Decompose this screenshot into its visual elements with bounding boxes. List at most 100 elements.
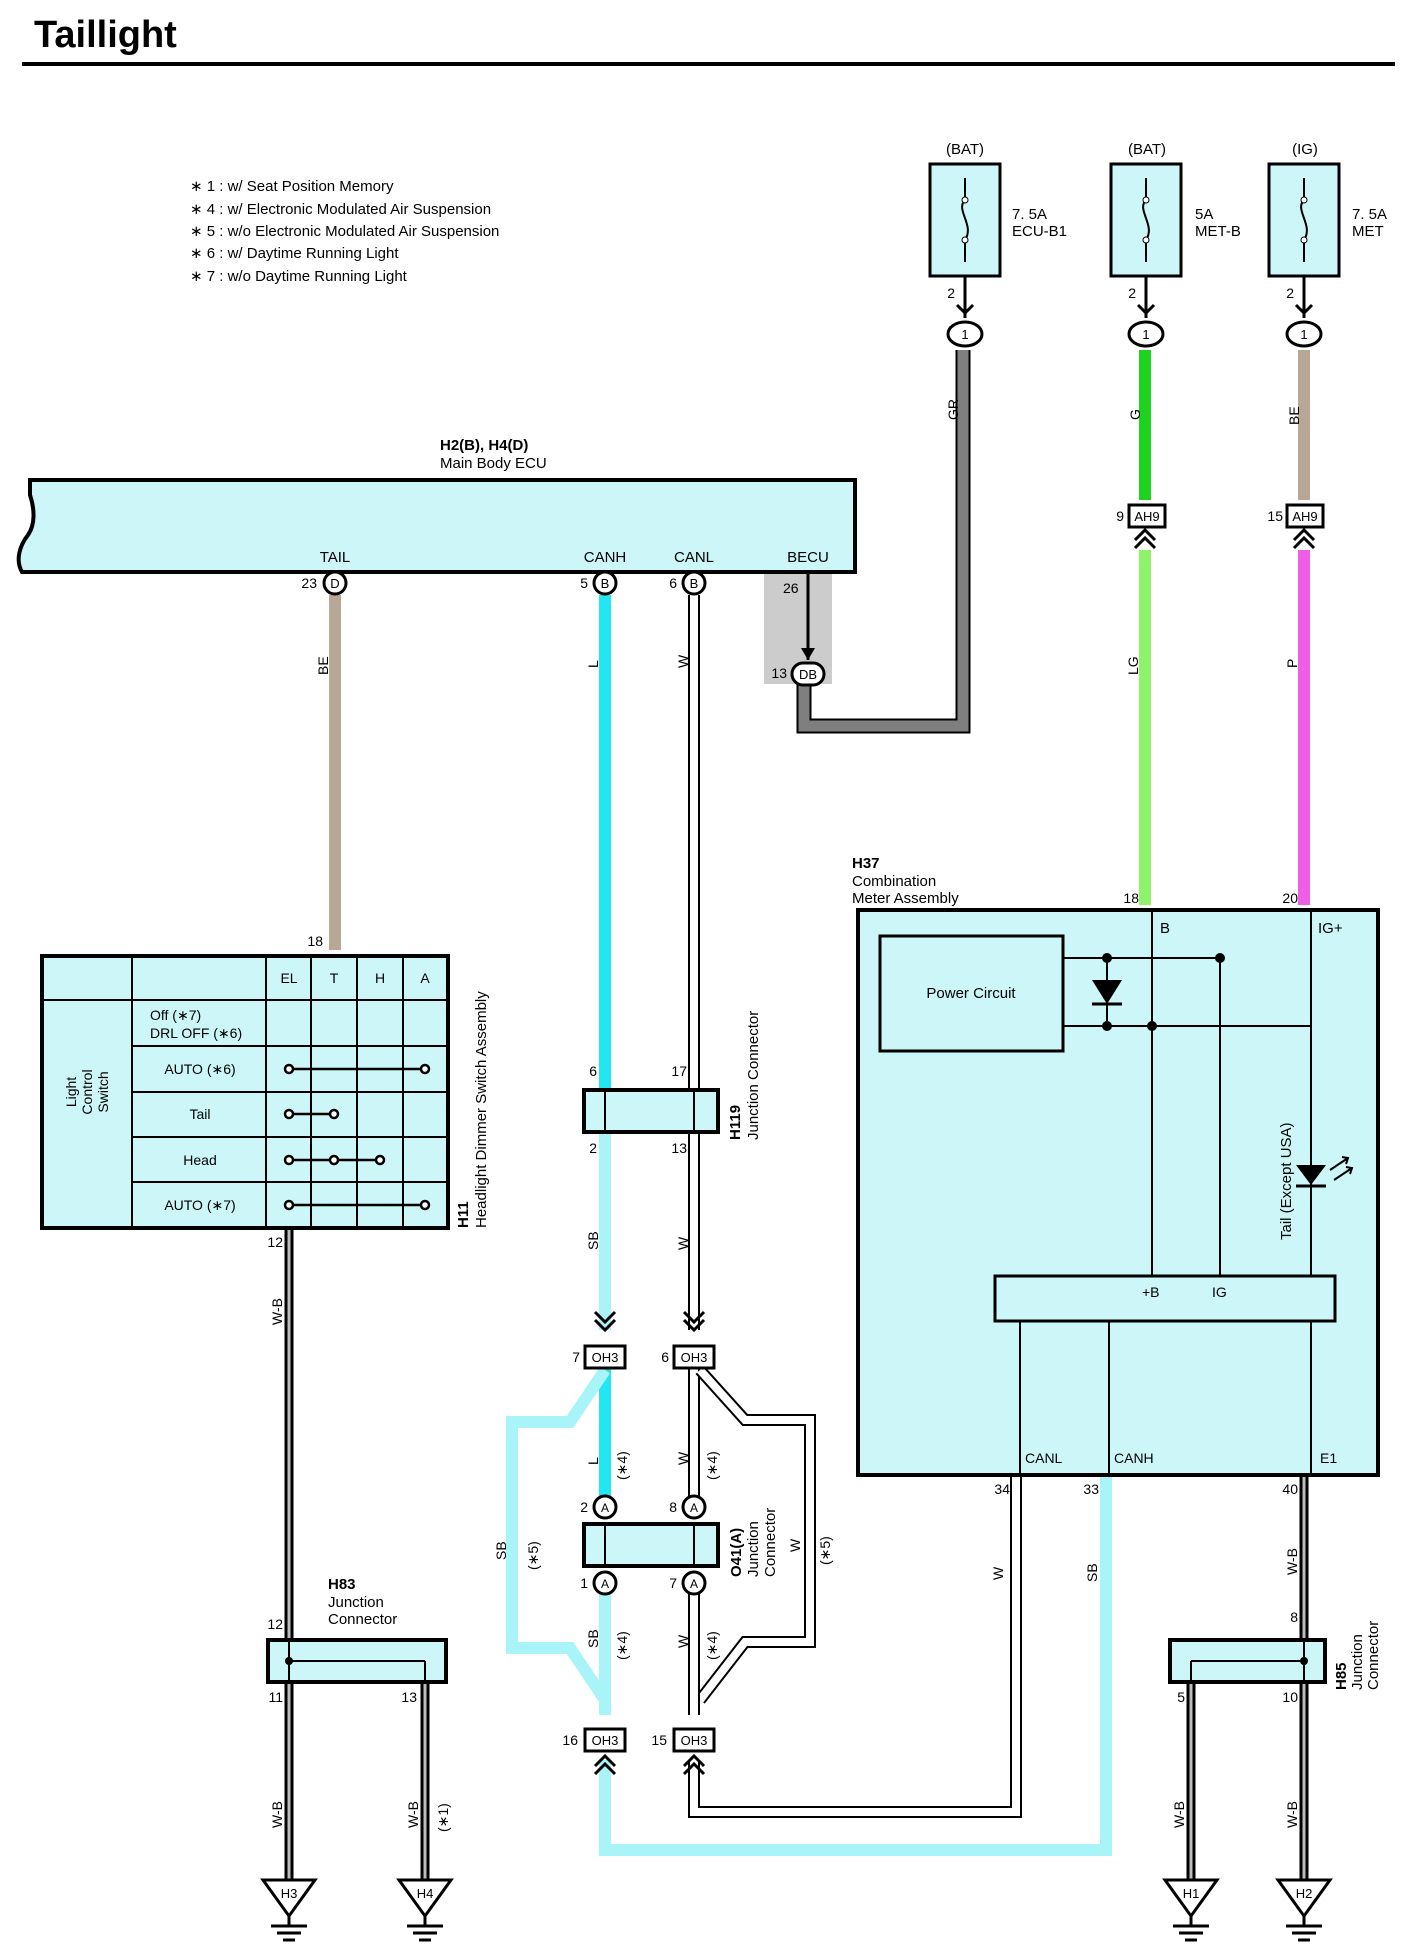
power-circuit-label: Power Circuit [926, 985, 1016, 1002]
fuse-1-source: (BAT) [946, 141, 984, 158]
note-6: ∗ 6 : w/ Daytime Running Light [190, 245, 399, 262]
o41-junction-connector: 2 A 8 A 1 A 7 A O41(A) Junction Connecto… [580, 1494, 779, 1596]
ah9-pin-15: 15 [1267, 508, 1283, 524]
switch-row-head: Head [183, 1152, 216, 1168]
note-7: ∗ 7 : w/o Daytime Running Light [190, 268, 408, 285]
wire-w-loop [696, 1367, 814, 1703]
wire-w-34 [690, 1470, 1020, 1816]
o41-conn-a1: A [601, 1501, 609, 1515]
wire-sb-loop [506, 1366, 610, 1704]
svg-text:Control: Control [79, 1069, 95, 1114]
ah9-left-label: AH9 [1134, 509, 1159, 524]
wire-sb-33 [599, 1470, 1112, 1856]
ecu-pin-23: 23 [301, 575, 317, 591]
label-l-low: L [585, 1457, 601, 1465]
fuse-3-amps: 7. 5A [1352, 206, 1387, 223]
ground-h1-label: H1 [1183, 1886, 1200, 1901]
meter-e1: E1 [1320, 1450, 1337, 1466]
ground-h4: H4 [396, 1878, 454, 1942]
fuse-chevrons [955, 303, 1314, 316]
ecu-conn-db-label: DB [799, 667, 817, 682]
label-l-top: L [585, 660, 601, 668]
h119-pin-17: 17 [671, 1063, 687, 1079]
note-mark-4d: (∗4) [704, 1631, 720, 1660]
wire-gr [798, 350, 969, 732]
fuse-3-source: (IG) [1292, 141, 1318, 158]
h83-junction-connector: H83 Junction Connector 12 11 13 [266, 1576, 448, 1705]
h119-pin-6: 6 [589, 1063, 597, 1079]
h83-pin-11: 11 [268, 1689, 283, 1705]
meter-name-2: Meter Assembly [852, 890, 959, 907]
label-w-mid: W [675, 1236, 691, 1250]
meter-pin-34: 34 [994, 1481, 1010, 1497]
page-title: Taillight [34, 14, 177, 56]
label-wb-h11: W-B [269, 1298, 285, 1325]
h85-pin-8: 8 [1290, 1609, 1298, 1625]
meter-pin-40: 40 [1282, 1481, 1298, 1497]
tail-led-icon [1296, 1165, 1326, 1185]
o41-conn-a2: A [690, 1501, 698, 1515]
oh3-pin-16: 16 [562, 1732, 578, 1748]
switch-ref: H11 [455, 1201, 472, 1228]
svg-text:Switch: Switch [95, 1071, 111, 1112]
h83-name-2: Connector [328, 1611, 397, 1628]
svg-text:Light: Light [63, 1077, 79, 1107]
ecu-term-canl: CANL [674, 549, 714, 566]
ground-h4-label: H4 [417, 1886, 434, 1901]
label-sb-mid: SB [585, 1231, 601, 1250]
note-mark-4c: (∗4) [614, 1631, 630, 1660]
fuse-met-b: (BAT) 5A MET-B 2 1 [1109, 141, 1241, 348]
ground-h3: H3 [260, 1878, 318, 1942]
ecu-conn-b2-label: B [690, 576, 699, 591]
label-w-34: W [990, 1566, 1006, 1580]
o41-name-1: Junction [745, 1521, 762, 1577]
ah9-right [1285, 503, 1325, 529]
fuse-2-source: (BAT) [1128, 141, 1166, 158]
o41-conn-a4: A [690, 1577, 698, 1591]
ground-h3-label: H3 [281, 1886, 298, 1901]
meter-name-1: Combination [852, 873, 936, 890]
ah9-connectors: 9 AH9 15 AH9 [1116, 503, 1325, 550]
ecu-conn-d-label: D [330, 576, 339, 591]
o41-conn-a3: A [601, 1577, 609, 1591]
oh3-d [672, 1727, 716, 1753]
h85-pin-5: 5 [1177, 1689, 1185, 1705]
ah9-right-label: AH9 [1292, 509, 1317, 524]
meter-bus-ig: IG [1212, 1284, 1227, 1300]
fuse-1-conn: 1 [961, 327, 968, 342]
fuse-2-pin: 2 [1128, 285, 1136, 301]
meter-canh: CANH [1114, 1450, 1154, 1466]
oh3-a [583, 1344, 627, 1370]
h85-name-1: Junction [1349, 1634, 1366, 1690]
fuse-2-amps: 5A [1195, 206, 1213, 223]
ah9-pin-9: 9 [1116, 508, 1124, 524]
label-wb-h3: W-B [269, 1801, 285, 1828]
label-w-loop: W [787, 1538, 803, 1552]
tail-lamp-label: Tail (Except USA) [1278, 1122, 1295, 1240]
label-wb-h2: W-B [1284, 1801, 1300, 1828]
fuse-2-name: MET-B [1195, 223, 1241, 240]
label-sb-33: SB [1084, 1563, 1100, 1582]
label-wb-h4: W-B [405, 1801, 421, 1828]
label-sb-low: SB [585, 1629, 601, 1648]
meter-pin-20: 20 [1282, 890, 1298, 906]
ecu-term-becu: BECU [787, 549, 829, 566]
led-light-rays-icon [1329, 1156, 1354, 1181]
fuse-1-pin: 2 [947, 285, 955, 301]
o41-name-2: Connector [762, 1508, 779, 1577]
label-p: P [1284, 659, 1300, 668]
label-gr: GR [945, 399, 961, 420]
meter-pin-33: 33 [1083, 1481, 1099, 1497]
fuse-3-pin: 2 [1286, 285, 1294, 301]
oh3-connectors: 7 OH3 6 OH3 16 OH3 15 OH3 [562, 1310, 716, 1776]
switch-row-auto-6: AUTO (∗6) [164, 1061, 235, 1077]
note-mark-4a: (∗4) [614, 1451, 630, 1480]
switch-row-tail: Tail [189, 1106, 210, 1122]
oh3-a-label: OH3 [592, 1350, 619, 1365]
h85-junction-connector: 8 5 10 H85 Junction Connector [1168, 1609, 1382, 1705]
headlight-dimmer-switch: 18 EL T H A Off (∗7) DRL OFF (∗6) AUTO (… [40, 933, 490, 1250]
h85-name-2: Connector [1365, 1621, 1382, 1690]
h119-box [582, 1088, 720, 1134]
switch-row-off: Off (∗7) [150, 1007, 201, 1023]
fuse-3-conn: 1 [1300, 327, 1307, 342]
